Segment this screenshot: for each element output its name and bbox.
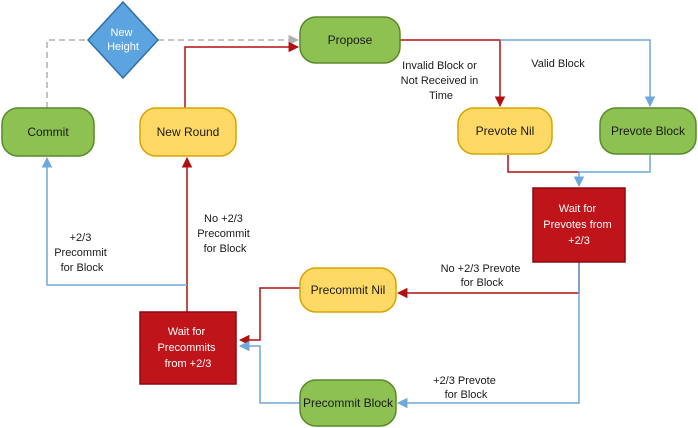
- label-plus-two-thirds-prevote-line-1: +2/3 Prevote: [433, 375, 496, 387]
- node-precommit-block-shape: [299, 379, 397, 427]
- edge-wait-prevotes-to-precommit-block: [396, 262, 580, 409]
- node-propose-line-1: Propose: [328, 33, 373, 47]
- node-precommit-nil-shape: [299, 267, 397, 313]
- node-wait-prevotes: Wait for Prevotes from +2/3: [532, 187, 626, 263]
- label-no-plus-two-thirds-prevote-line-2: for Block: [461, 277, 504, 289]
- node-new-height-line-2: Height: [107, 41, 139, 53]
- node-new-round-line-1: New Round: [157, 125, 220, 139]
- node-precommit-block-line-1: Precommit Block: [303, 396, 394, 410]
- edge-precommit-nil-to-wait-precommits: [238, 287, 300, 346]
- edge-new-round-to-propose: [184, 41, 300, 108]
- node-new-round-shape: [139, 107, 237, 157]
- node-prevote-nil: Prevote Nil: [457, 107, 553, 155]
- node-prevote-block: Prevote Block: [599, 107, 697, 155]
- node-new-round: New Round: [139, 107, 237, 157]
- svg-text:Precommit Nil: Precommit Nil: [311, 283, 386, 297]
- node-commit-line-1: Commit: [27, 125, 69, 139]
- node-prevote-nil-shape: [457, 107, 553, 155]
- node-precommit-nil-line-1: Precommit Nil: [311, 283, 386, 297]
- node-wait-precommits-shape: [139, 311, 237, 385]
- node-precommit-block: Precommit Block: [299, 379, 397, 427]
- edge-commit-to-new-height: [46, 39, 88, 108]
- node-propose: Propose: [299, 16, 401, 64]
- label-invalid-block-line-3: Time: [429, 90, 453, 102]
- node-propose-shape: [299, 16, 401, 64]
- node-wait-prevotes-line-1: Wait for: [559, 203, 597, 215]
- svg-text:Prevote Nil: Prevote Nil: [476, 124, 535, 138]
- label-plus-two-thirds-precommit-line-3: for Block: [61, 262, 104, 274]
- node-commit: Commit: [1, 107, 95, 157]
- label-invalid-block-line-1: Invalid Block or: [402, 60, 477, 72]
- node-wait-precommits-line-2: Precommits: [157, 342, 216, 354]
- edge-prevote-block-to-wait-prevotes: [573, 155, 651, 188]
- edge-propose-to-prevote-block: [500, 39, 656, 108]
- node-prevote-block-shape: [599, 107, 697, 155]
- label-invalid-block-line-2: Not Received in: [401, 75, 479, 87]
- node-wait-precommits: Wait for Precommits from +2/3: [139, 311, 237, 385]
- node-commit-shape: [1, 107, 95, 157]
- svg-text:Wait for Precommits: Wait for Precommits from +2/3: [157, 326, 218, 370]
- label-plus-two-thirds-prevote-line-2: for Block: [445, 389, 488, 401]
- node-wait-prevotes-line-3: +2/3: [568, 235, 590, 247]
- node-new-height: New Height: [86, 0, 160, 80]
- edge-prevote-nil-to-wait-prevotes: [507, 155, 579, 173]
- label-plus-two-thirds-prevote: +2/3 Prevote for Block: [433, 375, 499, 401]
- label-plus-two-thirds-precommit-line-1: +2/3: [70, 232, 92, 244]
- label-valid-block-line-1: Valid Block: [531, 58, 585, 70]
- node-wait-precommits-line-3: from +2/3: [165, 358, 212, 370]
- label-valid-block: Valid Block: [531, 58, 585, 70]
- node-prevote-block-line-1: Prevote Block: [611, 124, 686, 138]
- label-no-plus-two-thirds-precommit: No +2/3 Precommit for Block: [197, 213, 253, 255]
- node-precommit-nil: Precommit Nil: [299, 267, 397, 313]
- label-no-plus-two-thirds-precommit-line-2: Precommit: [197, 228, 250, 240]
- svg-text:Precommit Block: Precommit Block: [303, 396, 394, 410]
- svg-text:Commit: Commit: [27, 125, 69, 139]
- label-no-plus-two-thirds-prevote-line-1: No +2/3 Prevote: [441, 263, 521, 275]
- svg-text:Propose: Propose: [328, 33, 373, 47]
- label-plus-two-thirds-precommit: +2/3 Precommit for Block: [54, 232, 110, 274]
- label-no-plus-two-thirds-prevote: No +2/3 Prevote for Block: [441, 263, 524, 289]
- node-prevote-nil-line-1: Prevote Nil: [476, 124, 535, 138]
- svg-text:Wait for Prevotes from: Wait for Prevotes from +2/3: [543, 203, 615, 247]
- label-no-plus-two-thirds-precommit-line-3: for Block: [204, 243, 247, 255]
- node-wait-prevotes-line-2: Prevotes from: [543, 219, 611, 231]
- node-wait-precommits-line-1: Wait for: [168, 326, 206, 338]
- svg-text:Prevote Block: Prevote Block: [611, 124, 686, 138]
- label-no-plus-two-thirds-precommit-line-1: No +2/3: [204, 213, 243, 225]
- edge-precommit-block-to-wait-precommits: [238, 340, 300, 404]
- svg-text:New Round: New Round: [157, 125, 220, 139]
- node-wait-prevotes-shape: [532, 187, 626, 263]
- label-plus-two-thirds-precommit-line-2: Precommit: [54, 247, 107, 259]
- label-invalid-block: Invalid Block or Not Received in Time: [401, 60, 482, 102]
- svg-text:New Height: New Height: [107, 27, 139, 53]
- node-new-height-line-1: New: [110, 27, 132, 39]
- edge-wait-precommits-to-commit: [41, 156, 187, 286]
- node-new-height-shape: [86, 0, 160, 80]
